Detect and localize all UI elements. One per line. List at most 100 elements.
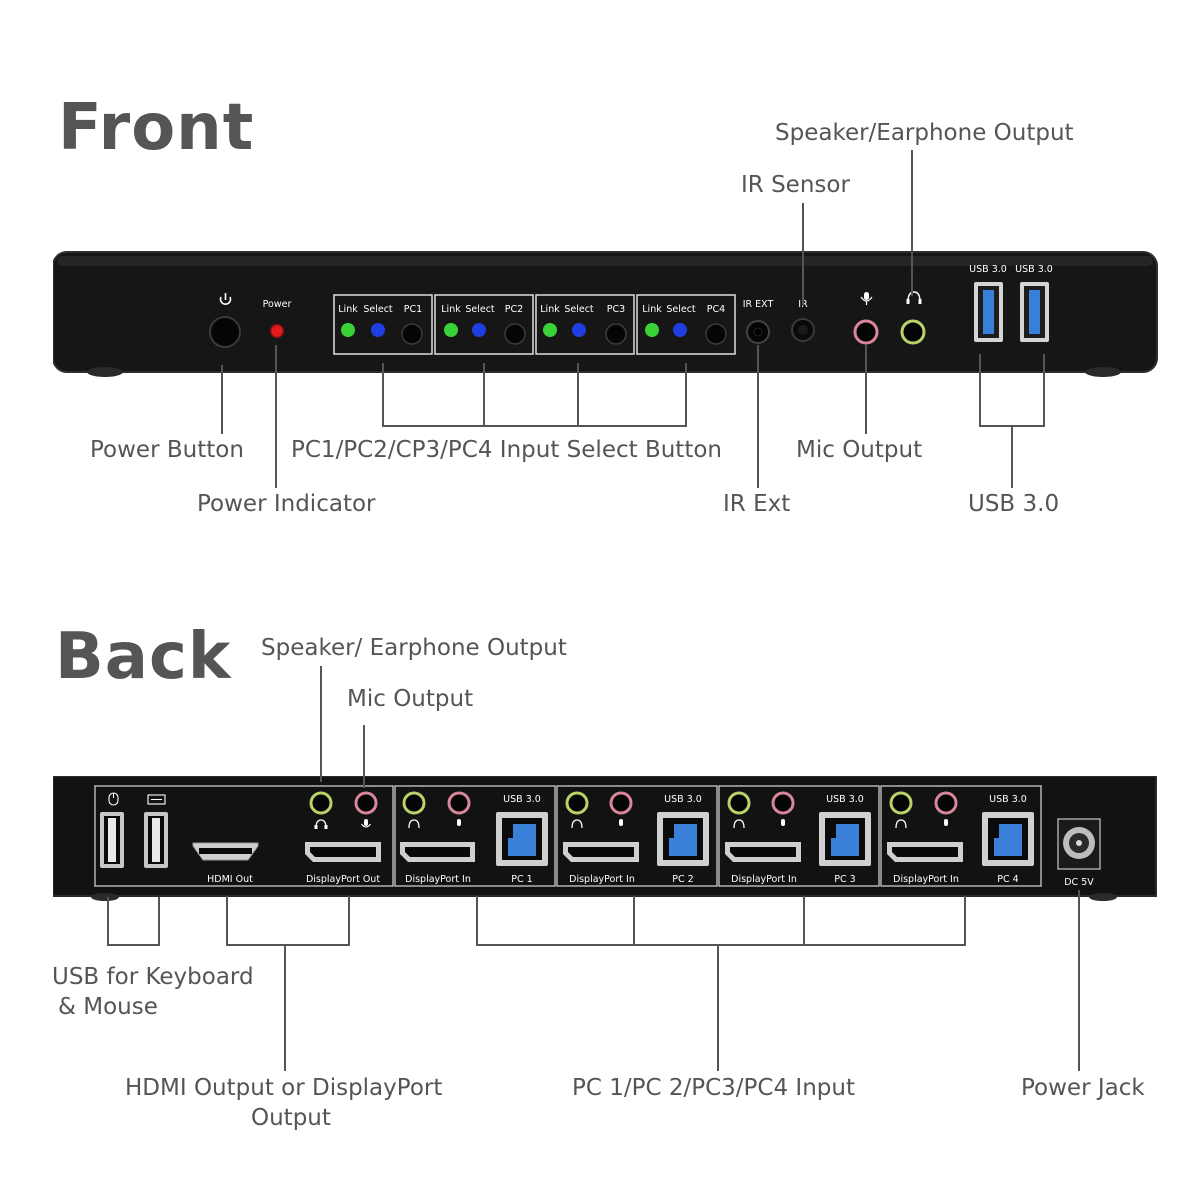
usb-label-2: USB 3.0 bbox=[1015, 264, 1053, 275]
headphone-icon bbox=[895, 819, 907, 829]
pc2-mic-jack[interactable] bbox=[609, 791, 633, 815]
pc4-button[interactable] bbox=[705, 323, 727, 345]
hdmi-out-port[interactable] bbox=[192, 842, 259, 861]
select-text: Select bbox=[666, 304, 696, 315]
link-led bbox=[444, 323, 458, 337]
pc4-input-section: DisplayPort In USB 3.0 PC 4 bbox=[880, 785, 1042, 887]
pc2-select-group: Link Select PC2 bbox=[434, 294, 534, 355]
back-headphone-jack[interactable] bbox=[309, 791, 333, 815]
power-indicator-led bbox=[269, 323, 285, 339]
mouse-icon bbox=[108, 792, 119, 806]
usb-keyboard-mouse-port-2[interactable] bbox=[144, 812, 168, 868]
headphone-jack[interactable] bbox=[900, 319, 926, 345]
ir-ext-text: IR EXT bbox=[743, 299, 774, 310]
pc3-select-group: Link Select PC3 bbox=[535, 294, 635, 355]
displayport-out-port[interactable] bbox=[305, 842, 381, 862]
label-pc-input: PC 1/PC 2/PC3/PC4 Input bbox=[572, 1075, 855, 1101]
output-section-frame bbox=[94, 785, 394, 887]
pc1-input-section: DisplayPort In USB 3.0 PC 1 bbox=[394, 785, 556, 887]
keyboard-icon bbox=[147, 794, 166, 805]
mic-jack[interactable] bbox=[853, 319, 879, 345]
headphone-icon bbox=[408, 819, 420, 829]
pc2-usb-b-port-tongue bbox=[669, 824, 697, 856]
pc3-text: PC 3 bbox=[834, 874, 855, 885]
pc4-text: PC4 bbox=[707, 304, 725, 315]
usb3-port-1[interactable] bbox=[974, 282, 1003, 342]
select-led bbox=[572, 323, 586, 337]
link-led bbox=[645, 323, 659, 337]
pc1-button[interactable] bbox=[401, 323, 423, 345]
pc1-dp-in-text: DisplayPort In bbox=[405, 874, 471, 885]
usb-label-1: USB 3.0 bbox=[969, 264, 1007, 275]
ir-sensor-lens bbox=[798, 325, 808, 335]
pc1-usb-text: USB 3.0 bbox=[503, 794, 541, 805]
label-power-button: Power Button bbox=[90, 437, 244, 463]
front-title: Front bbox=[58, 91, 255, 165]
pc4-usb-text: USB 3.0 bbox=[989, 794, 1027, 805]
pc1-mic-jack[interactable] bbox=[447, 791, 471, 815]
label-pc-select: PC1/PC2/CP3/PC4 Input Select Button bbox=[291, 437, 722, 463]
front-panel-device: Power Link Select PC1 Link Select PC2 Li… bbox=[53, 251, 1158, 377]
pc2-displayport-in-slot bbox=[568, 847, 634, 857]
back-mic-jack[interactable] bbox=[354, 791, 378, 815]
select-text: Select bbox=[564, 304, 594, 315]
pc1-displayport-in-slot bbox=[405, 847, 470, 857]
pc4-headphone-jack[interactable] bbox=[889, 791, 913, 815]
select-led bbox=[673, 323, 687, 337]
label-speaker-output: Speaker/Earphone Output bbox=[775, 120, 1074, 146]
pc1-text: PC 1 bbox=[511, 874, 532, 885]
back-panel-device: HDMI Out DisplayPort Out DisplayPort In … bbox=[53, 776, 1157, 901]
label-power-indicator: Power Indicator bbox=[197, 491, 376, 517]
pc3-dp-in-text: DisplayPort In bbox=[731, 874, 797, 885]
power-icon bbox=[219, 293, 232, 305]
headphone-icon bbox=[571, 819, 583, 829]
power-jack-pin bbox=[1076, 840, 1082, 846]
pc3-input-section: DisplayPort In USB 3.0 PC 3 bbox=[718, 785, 880, 887]
pc3-text: PC3 bbox=[607, 304, 625, 315]
mic-icon bbox=[457, 819, 461, 826]
label-usb-keyboard-mouse-line1: USB for Keyboard bbox=[52, 964, 254, 990]
pc4-mic-jack[interactable] bbox=[934, 791, 958, 815]
label-power-jack: Power Jack bbox=[1021, 1075, 1145, 1101]
pc4-select-group: Link Select PC4 bbox=[636, 294, 736, 355]
mic-icon bbox=[860, 292, 873, 305]
power-button[interactable] bbox=[209, 316, 241, 348]
mic-icon bbox=[361, 819, 371, 828]
select-led bbox=[472, 323, 486, 337]
back-title: Back bbox=[55, 620, 232, 694]
pc2-button[interactable] bbox=[504, 323, 526, 345]
select-text: Select bbox=[363, 304, 393, 315]
select-led bbox=[371, 323, 385, 337]
pc4-usb-b-port-tongue bbox=[994, 824, 1022, 856]
pc1-headphone-jack[interactable] bbox=[402, 791, 426, 815]
pc2-headphone-jack[interactable] bbox=[565, 791, 589, 815]
label-usb-keyboard-mouse-line2: & Mouse bbox=[58, 994, 158, 1020]
usb-keyboard-mouse-port-1[interactable] bbox=[100, 812, 124, 868]
link-text: Link bbox=[642, 304, 662, 315]
label-video-output-line2: Output bbox=[251, 1105, 331, 1131]
link-text: Link bbox=[540, 304, 560, 315]
link-text: Link bbox=[338, 304, 358, 315]
pc3-button[interactable] bbox=[605, 323, 627, 345]
label-usb3: USB 3.0 bbox=[968, 491, 1060, 517]
usb3-port-2[interactable] bbox=[1020, 282, 1049, 342]
pc3-usb-text: USB 3.0 bbox=[826, 794, 864, 805]
pc2-usb-text: USB 3.0 bbox=[664, 794, 702, 805]
pc1-usb-b-port-tongue bbox=[508, 824, 536, 856]
label-mic-output: Mic Output bbox=[796, 437, 923, 463]
headphone-icon bbox=[906, 291, 922, 304]
pc3-mic-jack[interactable] bbox=[771, 791, 795, 815]
pc3-displayport-in-slot bbox=[730, 847, 796, 857]
link-led bbox=[341, 323, 355, 337]
label-back-speaker-output: Speaker/ Earphone Output bbox=[261, 635, 567, 661]
pc2-text: PC2 bbox=[505, 304, 523, 315]
pc3-headphone-jack[interactable] bbox=[727, 791, 751, 815]
link-led bbox=[543, 323, 557, 337]
link-text: Link bbox=[441, 304, 461, 315]
label-ir-ext: IR Ext bbox=[723, 491, 791, 517]
mic-icon bbox=[619, 819, 623, 826]
pc4-text: PC 4 bbox=[997, 874, 1018, 885]
power-text: Power bbox=[263, 299, 292, 310]
dc-5v-text: DC 5V bbox=[1064, 877, 1094, 888]
